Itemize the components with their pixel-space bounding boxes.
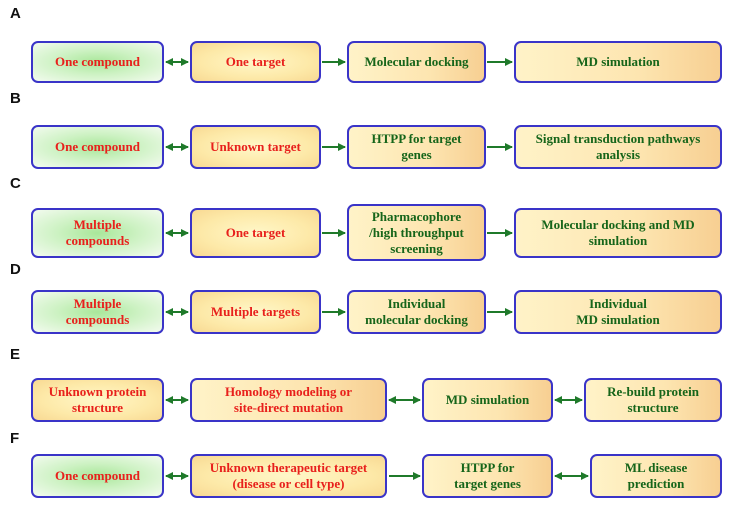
box-c1: Multiple compounds (31, 208, 164, 258)
box-a1: One compound (31, 41, 164, 83)
box-c3: Pharmacophore /high throughput screening (347, 204, 486, 261)
box-c4: Molecular docking and MD simulation (514, 208, 722, 258)
row-label-b: B (10, 90, 21, 107)
box-a3: Molecular docking (347, 41, 486, 83)
row-label-d: D (10, 261, 21, 278)
box-d3: Individual molecular docking (347, 290, 486, 334)
box-a2: One target (190, 41, 321, 83)
box-e3: MD simulation (422, 378, 553, 422)
box-f4: ML disease prediction (590, 454, 722, 498)
row-label-e: E (10, 346, 21, 363)
box-d1: Multiple compounds (31, 290, 164, 334)
box-c2: One target (190, 208, 321, 258)
row-label-f: F (10, 430, 20, 447)
box-e4: Re-build protein structure (584, 378, 722, 422)
row-label-c: C (10, 175, 21, 192)
box-b4: Signal transduction pathways analysis (514, 125, 722, 169)
box-b2: Unknown target (190, 125, 321, 169)
box-d4: Individual MD simulation (514, 290, 722, 334)
box-a4: MD simulation (514, 41, 722, 83)
row-label-a: A (10, 5, 21, 22)
box-f2: Unknown therapeutic target (disease or c… (190, 454, 387, 498)
box-b3: HTPP for target genes (347, 125, 486, 169)
box-f1: One compound (31, 454, 164, 498)
box-e1: Unknown protein structure (31, 378, 164, 422)
box-f3: HTPP for target genes (422, 454, 553, 498)
box-b1: One compound (31, 125, 164, 169)
box-e2: Homology modeling or site-direct mutatio… (190, 378, 387, 422)
box-d2: Multiple targets (190, 290, 321, 334)
